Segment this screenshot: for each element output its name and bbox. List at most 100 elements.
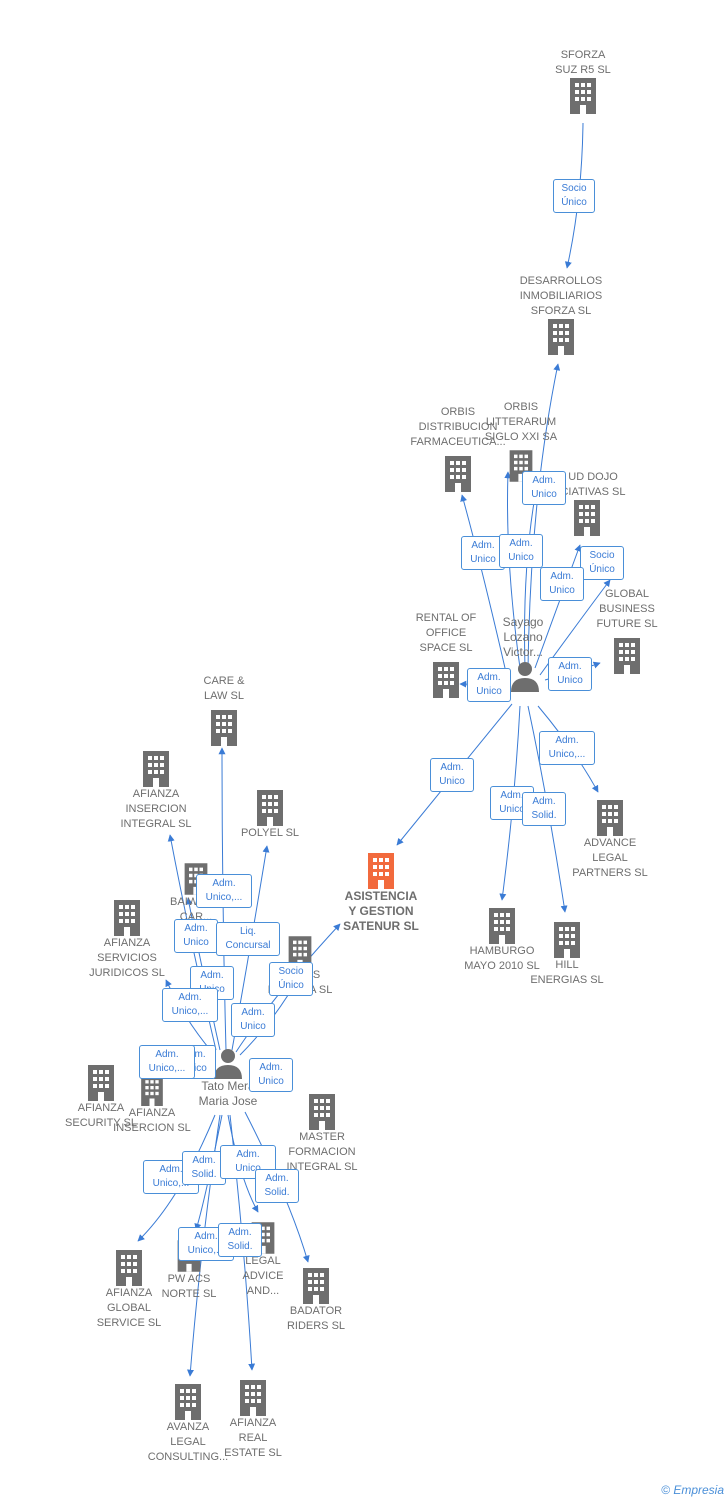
edge-label[interactable]: Adm. Unico,... — [196, 874, 252, 908]
edge-label[interactable]: Adm. Unico,... — [139, 1045, 195, 1079]
edge-label[interactable]: Socio Único — [269, 962, 313, 996]
company-label: DESARROLLOS INMOBILIARIOS SFORZA SL — [519, 275, 603, 317]
company-node[interactable]: CARE & LAW SL — [164, 674, 284, 746]
edge-label[interactable]: Adm. Unico — [461, 536, 505, 570]
company-label: LEGAL ADVICE AND... — [242, 1255, 284, 1297]
company-label: AFIANZA SECURITY SL — [65, 1102, 137, 1129]
company-node[interactable]: GLOBAL BUSINESS FUTURE SL — [567, 587, 687, 674]
company-label: HAMBURGO MAYO 2010 SL — [464, 945, 540, 972]
building-icon — [211, 710, 237, 746]
company-node[interactable]: AFIANZA SECURITY SL — [41, 1065, 161, 1131]
company-label: ORBIS LITTERARUM SIGLO XXI SA — [484, 401, 558, 443]
edge-label[interactable]: Adm. Solid. — [255, 1169, 299, 1203]
company-label: UD DOJO CIATIVAS SL — [560, 471, 626, 498]
company-label: AFIANZA SERVICIOS JURIDICOS SL — [89, 937, 165, 979]
company-label: AVANZA LEGAL CONSULTING... — [147, 1421, 229, 1463]
company-node[interactable]: AFIANZA GLOBAL SERVICE SL — [69, 1250, 189, 1331]
building-icon — [116, 1250, 142, 1286]
company-label: BADATOR RIDERS SL — [286, 1305, 346, 1332]
edge-label[interactable]: Adm. Unico,... — [162, 988, 218, 1022]
person-label: Sayago Lozano Victor... — [502, 615, 544, 659]
building-icon — [433, 662, 459, 698]
edge-label[interactable]: Adm. Unico — [430, 758, 474, 792]
main-company-label: ASISTENCIA Y GESTION SATENUR SL — [343, 889, 419, 933]
company-node[interactable]: SFORZA SUZ R5 SL — [523, 48, 643, 114]
company-label: ORBIS DISTRIBUCION FARMACEUTICA... — [410, 406, 506, 448]
company-label: RENTAL OF OFFICE SPACE SL — [415, 612, 477, 654]
person-node[interactable]: Tato Mera Maria Jose — [168, 1047, 288, 1109]
company-label: AFIANZA INSERCION INTEGRAL SL — [120, 788, 192, 830]
edge-label[interactable]: Socio Único — [553, 179, 595, 213]
edge-label[interactable]: Liq. Concursal — [216, 922, 280, 956]
edge-sayago-dojo2 — [534, 544, 582, 669]
person-icon — [214, 1049, 242, 1079]
edge-label[interactable]: Adm. Unico — [174, 919, 218, 953]
main-company-node[interactable]: ASISTENCIA Y GESTION SATENUR SL — [321, 853, 441, 934]
edge-label[interactable]: Adm. Unico,... — [539, 731, 595, 765]
building-icon — [368, 853, 394, 889]
edge-label[interactable]: Adm. Solid. — [182, 1151, 226, 1185]
company-label: GLOBAL BUSINESS FUTURE SL — [596, 588, 658, 630]
company-label: CARE & LAW SL — [203, 675, 245, 702]
company-node[interactable]: BADATOR RIDERS SL — [256, 1268, 376, 1334]
company-label: SFORZA SUZ R5 SL — [555, 49, 611, 76]
building-icon — [548, 319, 574, 355]
company-node[interactable]: AFIANZA SERVICIOS JURIDICOS SL — [67, 900, 187, 981]
building-icon — [240, 1380, 266, 1416]
building-icon — [175, 1384, 201, 1420]
person-label: Tato Mera Maria Jose — [198, 1079, 258, 1108]
edge-label[interactable]: Adm. Unico — [231, 1003, 275, 1037]
edge-sayago-orbis-dist — [460, 494, 506, 669]
building-icon — [570, 78, 596, 114]
company-label: PW ACS NORTE SL — [161, 1273, 217, 1300]
building-icon — [597, 800, 623, 836]
company-node[interactable]: AVANZA LEGAL CONSULTING... — [128, 1384, 248, 1465]
building-icon — [574, 500, 600, 536]
edge-label[interactable]: Adm. Unico — [467, 668, 511, 702]
building-icon — [257, 790, 283, 826]
edge-label[interactable]: Adm. Solid. — [218, 1223, 262, 1257]
company-node[interactable]: AFIANZA REAL ESTATE SL — [193, 1380, 313, 1461]
edge-label[interactable]: Adm. Solid. — [522, 792, 566, 826]
company-label: HILL ENERGIAS SL — [530, 959, 604, 986]
building-icon — [88, 1065, 114, 1101]
company-label: AFIANZA REAL ESTATE SL — [224, 1417, 282, 1459]
company-label: AFIANZA INSERCION SL — [113, 1107, 191, 1134]
building-icon — [303, 1268, 329, 1304]
company-label: ADVANCE LEGAL PARTNERS SL — [572, 837, 648, 879]
company-node[interactable]: HAMBURGO MAYO 2010 SL — [442, 908, 562, 974]
person-node[interactable]: Sayago Lozano Victor... — [463, 615, 583, 692]
company-node[interactable]: POLYEL SL — [210, 790, 330, 841]
edge-label[interactable]: Adm. Unico — [249, 1058, 293, 1092]
company-node[interactable]: AFIANZA INSERCION SL — [92, 1076, 212, 1136]
company-node[interactable]: UD DOJO CIATIVAS SL — [533, 470, 653, 536]
edge-label[interactable]: Adm. Unico — [499, 534, 543, 568]
building-icon — [614, 638, 640, 674]
company-node[interactable]: DESARROLLOS INMOBILIARIOS SFORZA SL — [501, 274, 621, 355]
edge-sayago-desarrollos — [527, 363, 561, 673]
building-icon — [141, 1076, 163, 1106]
company-label: POLYEL SL — [240, 827, 300, 839]
building-icon — [114, 900, 140, 936]
building-icon — [309, 1094, 335, 1130]
edge-label[interactable]: Adm. Unico — [540, 567, 584, 601]
company-node[interactable]: ADVANCE LEGAL PARTNERS SL — [550, 800, 670, 881]
edge-label[interactable]: Adm. Unico — [522, 471, 566, 505]
copyright-notice: © Empresia — [661, 1483, 724, 1497]
edge-tato-pwacs — [194, 1114, 223, 1231]
company-label: AFIANZA GLOBAL SERVICE SL — [96, 1287, 162, 1329]
edge-label[interactable]: Socio Único — [580, 546, 624, 580]
company-node[interactable]: ORBIS DISTRIBUCION FARMACEUTICA... — [398, 405, 518, 492]
building-icon — [445, 456, 471, 492]
building-icon — [554, 922, 580, 958]
company-node[interactable]: AFIANZA INSERCION INTEGRAL SL — [96, 751, 216, 832]
person-icon — [511, 662, 539, 692]
company-label: MASTER FORMACION INTEGRAL SL — [286, 1131, 358, 1173]
company-node[interactable]: ORBIS LITTERARUM SIGLO XXI SA — [461, 400, 581, 482]
building-icon — [489, 908, 515, 944]
company-node[interactable]: RENTAL OF OFFICE SPACE SL — [386, 611, 506, 698]
company-node[interactable]: HILL ENERGIAS SL — [507, 922, 627, 988]
building-icon — [143, 751, 169, 787]
company-node[interactable]: MASTER FORMACION INTEGRAL SL — [262, 1094, 382, 1175]
edge-label[interactable]: Adm. Unico — [548, 657, 592, 691]
